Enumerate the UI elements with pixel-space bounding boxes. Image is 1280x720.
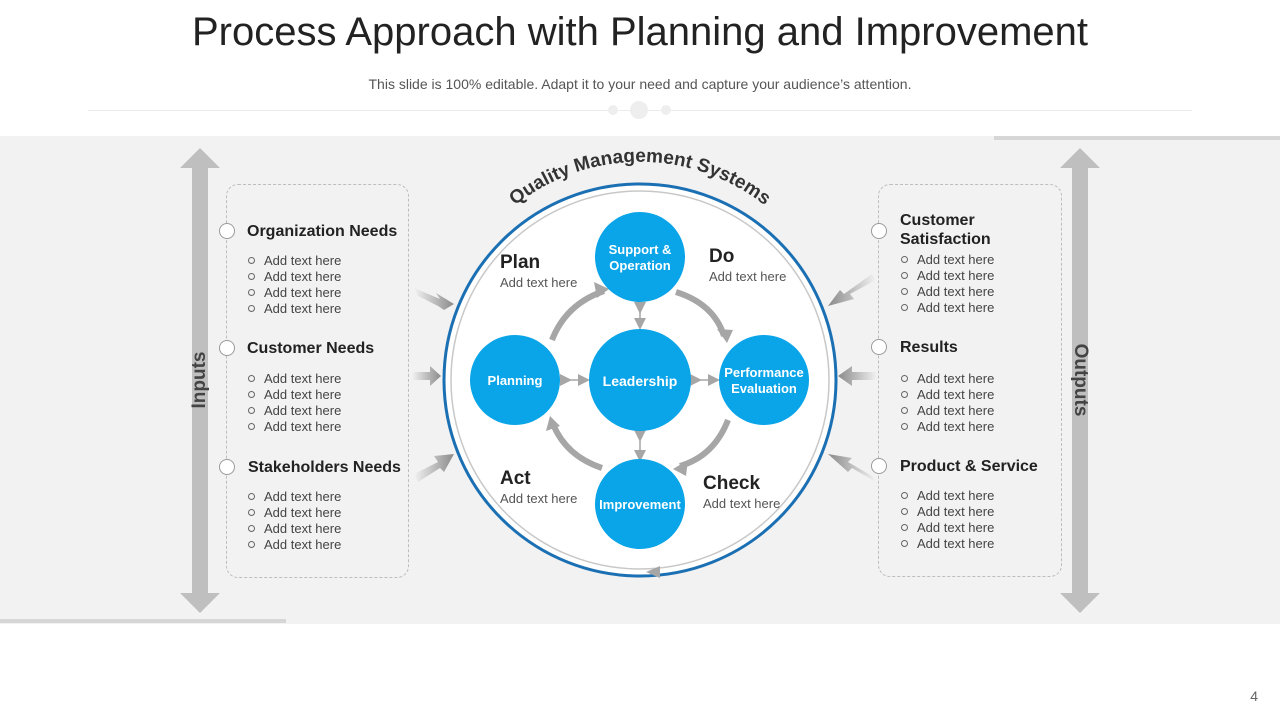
outputs-group-2-marker <box>871 339 887 355</box>
list-item: Add text here <box>248 253 341 269</box>
list-item: Add text here <box>248 521 341 537</box>
inputs-group-1-heading: Organization Needs <box>247 223 398 240</box>
outputs-group-3-marker <box>871 458 887 474</box>
performance-label-line1: Performance <box>724 365 803 380</box>
phase-check-heading: Check <box>703 473 761 494</box>
inputs-group-3-heading: Stakeholders Needs <box>248 459 401 476</box>
list-item: Add text here <box>901 387 994 403</box>
page-title: Process Approach with Planning and Impro… <box>191 10 1089 54</box>
phase-do-text: Add text here <box>709 269 787 284</box>
outputs-group-3-list: Add text here Add text here Add text her… <box>901 488 994 552</box>
planning-node <box>470 335 560 425</box>
support-label-line1: Support & <box>609 242 672 257</box>
cycle-arrowhead-do <box>717 329 733 343</box>
list-item: Add text here <box>248 505 341 521</box>
divider-dot-right <box>661 105 671 115</box>
list-item: Add text here <box>901 300 994 316</box>
inputs-group-2-marker <box>219 340 235 356</box>
inputs-group-2-heading: Customer Needs <box>247 340 375 357</box>
performance-evaluation-node <box>719 335 809 425</box>
inputs-group-2-list: Add text here Add text here Add text her… <box>248 371 341 435</box>
list-item: Add text here <box>248 371 341 387</box>
list-item: Add text here <box>248 269 341 285</box>
outputs-label: Outputs <box>1070 343 1091 417</box>
phase-act-heading: Act <box>500 468 531 489</box>
list-item: Add text here <box>248 537 341 553</box>
band-accent-bottom <box>0 619 286 623</box>
output-feed-arrow-bottom <box>828 454 876 482</box>
list-item: Add text here <box>901 403 994 419</box>
outputs-group-2-list: Add text here Add text here Add text her… <box>901 371 994 435</box>
qms-inner-ring <box>450 190 830 570</box>
list-item: Add text here <box>248 419 341 435</box>
phase-plan-heading: Plan <box>500 252 541 273</box>
phase-check-text: Add text here <box>703 496 781 511</box>
outputs-group-1-list: Add text here Add text here Add text her… <box>901 252 994 316</box>
list-item: Add text here <box>901 284 994 300</box>
phase-do-heading: Do <box>709 246 735 267</box>
list-item: Add text here <box>248 403 341 419</box>
inputs-label: Inputs <box>189 351 210 409</box>
list-item: Add text here <box>901 504 994 520</box>
list-item: Add text here <box>248 301 341 317</box>
improvement-label: Improvement <box>599 497 681 512</box>
list-item: Add text here <box>901 371 994 387</box>
output-feed-arrow-middle <box>838 366 877 386</box>
outputs-group-1-heading-line1: Customer <box>900 212 975 229</box>
ring-arrowhead <box>646 566 660 578</box>
list-item: Add text here <box>901 252 994 268</box>
cycle-arrowhead-act <box>546 416 560 431</box>
outputs-panel <box>878 184 1062 577</box>
inputs-double-arrow <box>180 148 220 613</box>
input-feed-arrow-middle <box>412 366 441 386</box>
list-item: Add text here <box>901 419 994 435</box>
outputs-group-3-heading: Product & Service <box>900 458 1038 475</box>
planning-label: Planning <box>488 373 543 388</box>
list-item: Add text here <box>248 285 341 301</box>
divider-dot-center <box>630 101 648 119</box>
input-feed-arrow-top <box>414 288 454 310</box>
inputs-group-3-list: Add text here Add text here Add text her… <box>248 489 341 553</box>
outputs-double-arrow <box>1060 148 1100 613</box>
inputs-group-3-marker <box>219 459 235 475</box>
outputs-group-2-heading: Results <box>900 339 958 356</box>
phase-act-text: Add text here <box>500 491 578 506</box>
outputs-group-1-marker <box>871 223 887 239</box>
band-accent-top <box>994 136 1280 140</box>
divider-dot-left <box>608 105 618 115</box>
output-feed-arrow-top <box>828 274 876 306</box>
improvement-node <box>595 459 685 549</box>
phase-plan-text: Add text here <box>500 275 578 290</box>
list-item: Add text here <box>901 488 994 504</box>
support-label-line2: Operation <box>609 258 670 273</box>
list-item: Add text here <box>901 520 994 536</box>
inputs-panel <box>226 184 409 578</box>
page-subtitle: This slide is 100% editable. Adapt it to… <box>368 76 912 92</box>
outputs-group-1-heading-line2: Satisfaction <box>900 231 991 248</box>
list-item: Add text here <box>248 387 341 403</box>
page-number: 4 <box>1250 688 1258 704</box>
outputs-group-1-heading: Customer Satisfaction <box>900 211 991 249</box>
cycle-arrow-act <box>550 422 603 471</box>
list-item: Add text here <box>248 489 341 505</box>
input-feed-arrow-bottom <box>414 454 454 482</box>
list-item: Add text here <box>901 536 994 552</box>
support-operation-node <box>595 212 685 302</box>
cycle-arrowhead-plan <box>594 282 609 298</box>
cycle-arrowhead-check <box>673 460 688 476</box>
inputs-group-1-list: Add text here Add text here Add text her… <box>248 253 341 317</box>
inputs-group-1-marker <box>219 223 235 239</box>
performance-label-line2: Evaluation <box>731 381 797 396</box>
leadership-node <box>589 329 691 431</box>
leadership-label: Leadership <box>603 373 678 389</box>
list-item: Add text here <box>901 268 994 284</box>
